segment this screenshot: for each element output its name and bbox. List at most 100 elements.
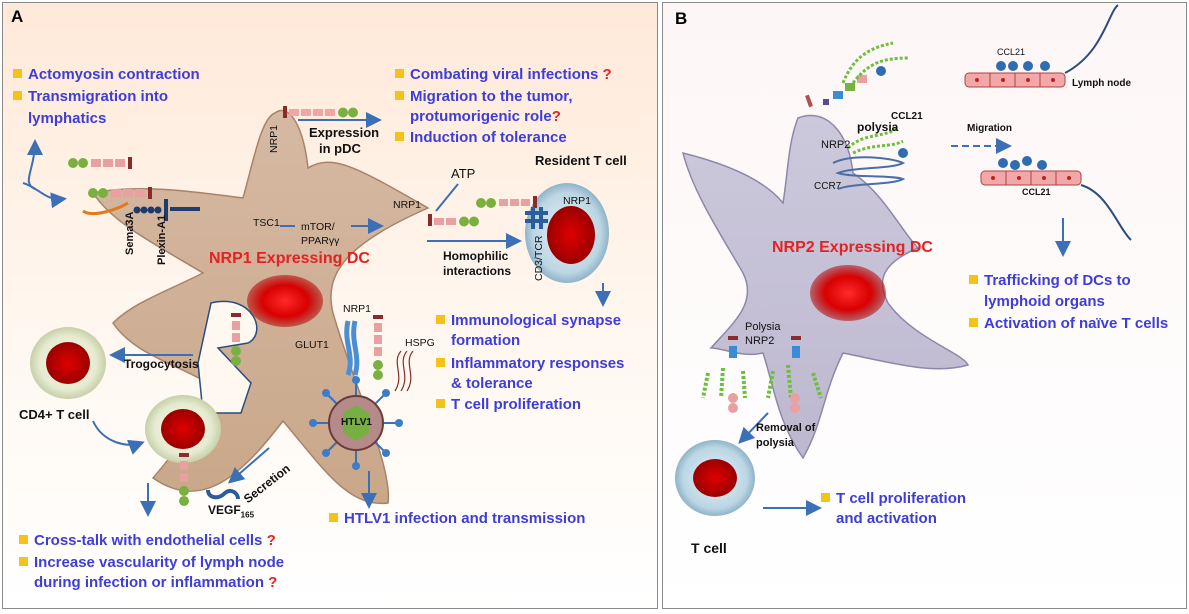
vegf-text: VEGF <box>208 503 241 517</box>
bullet-migration: Migration to the tumor, <box>395 87 573 107</box>
nrp1-dc-title: NRP1 Expressing DC <box>209 250 370 267</box>
bullet-square <box>19 557 28 566</box>
bullet-htlv: HTLV1 infection and transmission <box>329 509 585 529</box>
bullet-induction: Induction of tolerance <box>395 128 567 148</box>
bullet-prolif: T cell proliferation <box>821 489 966 509</box>
nrp1-top-label: NRP1 <box>268 124 280 153</box>
ccl21-top-label: CCL21 <box>997 47 1026 57</box>
nrp1-lower-label: NRP1 <box>343 303 372 315</box>
lymph-node-label: Lymph node <box>1072 78 1132 89</box>
homophilic-label-1: Homophilic <box>443 249 509 263</box>
ccr7-label: CCR7 <box>814 181 842 192</box>
glut1-label: GLUT1 <box>295 339 329 351</box>
bullet-inflam: Inflammatory responses <box>436 354 624 374</box>
bullet-transmigration: Transmigration into <box>13 87 168 107</box>
question-mark: ? <box>602 66 612 83</box>
transmigration-text-1: Transmigration into <box>28 88 169 105</box>
removal-label-2: polysia <box>756 437 794 449</box>
bullet-square <box>821 493 830 502</box>
expression-label-1: Expression <box>309 125 380 140</box>
bullet-square <box>395 132 404 141</box>
bullet-combating: Combating viral infections ? <box>395 65 612 85</box>
bullet-square <box>436 399 445 408</box>
nrp1-homophilic-label: NRP1 <box>393 199 422 211</box>
nrp1-receptors <box>68 106 548 506</box>
homophilic-label-2: interactions <box>443 264 512 278</box>
bullet-activation: Activation of naïve T cells <box>969 314 1168 334</box>
bullet-square <box>329 513 338 522</box>
activation-text: Activation of naïve T cells <box>984 315 1169 332</box>
actomyosin-text: Actomyosin contraction <box>28 66 200 83</box>
polysia-label: polysia <box>857 120 899 134</box>
resident-t-cell-label: Resident T cell <box>535 153 627 168</box>
dc-nucleus <box>247 275 323 327</box>
cd3tcr-label: CD3/TCR <box>533 235 545 281</box>
migration-text-2: protumorigenic role <box>410 108 552 125</box>
immuno-text-1: Immunological synapse <box>451 312 622 329</box>
htlv1-virus <box>309 376 403 470</box>
prolif-text-1: T cell proliferation <box>836 490 967 507</box>
panel-a-artwork <box>22 106 611 517</box>
bullet-vascularity: Increase vascularity of lymph node <box>19 553 284 573</box>
panel-a: A Actomyosin contraction Transmigration … <box>2 2 658 609</box>
htlv1-label: HTLV1 <box>341 417 372 428</box>
inflam-text-2: & tolerance <box>451 375 533 392</box>
nrp2-dc-nucleus <box>810 265 886 321</box>
bullet-square <box>436 315 445 324</box>
inflam-text-1: Inflammatory responses <box>451 355 625 372</box>
bullet-crosstalk: Cross-talk with endothelial cells ? <box>19 531 276 551</box>
bullet-square <box>395 69 404 78</box>
bullet-square <box>969 318 978 327</box>
ccl21-lower-label: CCL21 <box>1022 187 1051 197</box>
bullet-tcell-prolif: T cell proliferation <box>436 395 581 415</box>
vascularity-text-1: Increase vascularity of lymph node <box>34 554 285 571</box>
bullet-square <box>969 275 978 284</box>
plexin-label: Plexin-A1 <box>156 214 168 265</box>
vegf-label: VEGF165 <box>208 503 254 519</box>
induction-text: Induction of tolerance <box>410 129 567 146</box>
immuno-text-2: formation <box>451 332 521 349</box>
panel-b-arrows <box>738 138 1071 516</box>
transmigration-text-2: lymphatics <box>28 110 107 127</box>
vegf-subscript: 165 <box>240 510 255 520</box>
combating-text: Combating viral infections <box>410 66 599 83</box>
bullet-square <box>13 91 22 100</box>
htlv-infection-text: HTLV1 infection and transmission <box>344 510 586 527</box>
vascularity-line-2: during infection or inflammation ? <box>34 573 277 593</box>
ccl21-mid-label: CCL21 <box>891 111 923 122</box>
cd4-label: CD4+ T cell <box>19 407 90 422</box>
panel-b: B CCL21 Lymph node Migration CCL21 polys… <box>662 2 1187 609</box>
trafficking-text-2: lymphoid organs <box>984 293 1105 310</box>
tsc1-label: TSC1 <box>253 217 280 229</box>
bullet-square <box>436 358 445 367</box>
bullet-trafficking: Trafficking of DCs to <box>969 271 1131 291</box>
atp-label: ATP <box>451 166 476 181</box>
prolif-text-2: and activation <box>836 510 937 527</box>
nrp2-top-label: NRP2 <box>821 139 851 151</box>
mtor-label: mTOR/ <box>301 221 335 233</box>
lymph-node-vessel <box>964 4 1132 241</box>
panel-b-letter: B <box>675 9 688 28</box>
t-cell-label: T cell <box>691 540 727 556</box>
vascularity-text-2: during infection or inflammation <box>34 574 264 591</box>
nrp2-dc-title: NRP2 Expressing DC <box>772 239 933 256</box>
nrp2-lower-label: NRP2 <box>745 335 775 347</box>
trogocytosis-label: Trogocytosis <box>124 357 199 371</box>
nrp1-tcell-label: NRP1 <box>563 195 592 207</box>
bullet-square <box>19 535 28 544</box>
crosstalk-text: Cross-talk with endothelial cells <box>34 532 263 549</box>
trafficking-text-1: Trafficking of DCs to <box>984 272 1131 289</box>
question-mark: ? <box>551 108 561 125</box>
panel-a-letter: A <box>11 7 24 26</box>
bullet-immuno: Immunological synapse <box>436 311 621 331</box>
sema3a-label: Sema3A <box>124 211 136 255</box>
bullet-actomyosin: Actomyosin contraction <box>13 65 200 85</box>
tcell-prolif-text: T cell proliferation <box>451 396 582 413</box>
polysia-nrp2-ccr7 <box>701 41 909 413</box>
hspg-label: HSPG <box>405 337 435 349</box>
expression-label-2: in pDC <box>319 141 361 156</box>
removal-label-1: Removal of <box>756 422 816 434</box>
question-mark: ? <box>268 574 278 591</box>
polysia-lower-label: Polysia <box>745 321 781 333</box>
panel-b-artwork <box>675 4 1132 516</box>
